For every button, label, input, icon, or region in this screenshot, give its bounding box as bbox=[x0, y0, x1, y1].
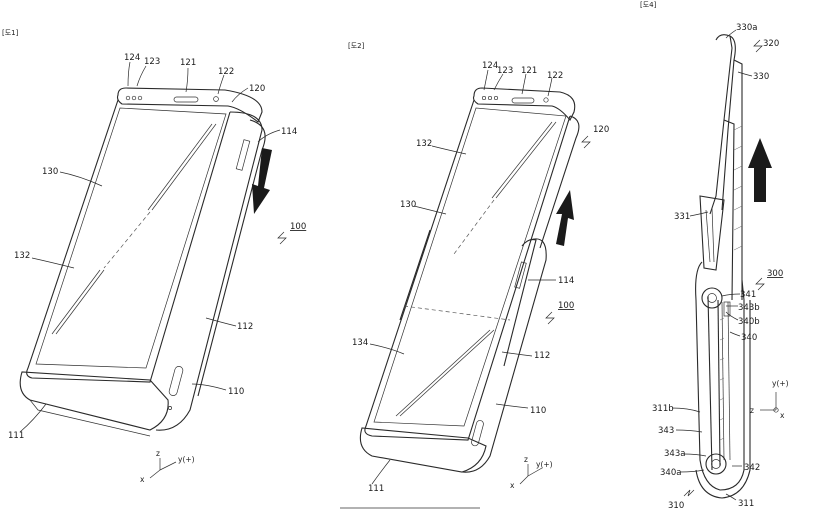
figure-4: [도4] bbox=[640, 1, 789, 511]
label-130: 130 bbox=[400, 200, 416, 210]
label-123: 123 bbox=[144, 57, 160, 67]
label-120: 120 bbox=[593, 125, 609, 135]
label-112: 112 bbox=[237, 322, 253, 332]
label-132: 132 bbox=[416, 139, 432, 149]
label-110: 110 bbox=[530, 406, 546, 416]
label-320: 320 bbox=[763, 39, 779, 49]
figure-2-phone-drawing bbox=[359, 87, 580, 473]
label-112: 112 bbox=[534, 351, 550, 361]
axis-y-label: y(+) bbox=[178, 455, 195, 464]
axis-y-label: y(+) bbox=[772, 379, 789, 388]
label-121: 121 bbox=[521, 66, 537, 76]
figure-1-caption: [도1] bbox=[2, 29, 19, 37]
label-110: 110 bbox=[228, 387, 244, 397]
label-114: 114 bbox=[281, 127, 297, 137]
label-111: 111 bbox=[368, 484, 384, 494]
figure-4-cross-section bbox=[695, 34, 751, 499]
label-111: 111 bbox=[8, 431, 24, 441]
label-330: 330 bbox=[753, 72, 769, 82]
figure-1: [도1] bbox=[2, 29, 306, 484]
axis-x-label: x bbox=[510, 481, 515, 490]
label-330a: 330a bbox=[736, 23, 757, 33]
label-311b: 311b bbox=[652, 404, 674, 414]
label-132: 132 bbox=[14, 251, 30, 261]
label-130: 130 bbox=[42, 167, 58, 177]
label-120: 120 bbox=[249, 84, 265, 94]
axis-y-label: y(+) bbox=[536, 460, 553, 469]
label-343a: 343a bbox=[664, 449, 685, 459]
figure-2-axis-triad: z y(+) x bbox=[510, 455, 553, 490]
label-340: 340 bbox=[741, 333, 757, 343]
label-124: 124 bbox=[482, 61, 498, 71]
label-310: 310 bbox=[668, 501, 684, 510]
figure-4-caption: [도4] bbox=[640, 1, 657, 9]
upward-arrow-icon bbox=[556, 190, 574, 246]
label-134: 134 bbox=[352, 338, 368, 348]
label-341: 341 bbox=[740, 290, 756, 300]
label-100: 100 bbox=[290, 222, 306, 232]
figure-2-caption: [도2] bbox=[348, 42, 365, 50]
figure-1-phone-drawing bbox=[19, 87, 266, 437]
downward-arrow-icon bbox=[252, 148, 272, 214]
axis-z-label: z bbox=[750, 406, 754, 415]
figure-4-axis-triad: y(+) z x bbox=[750, 379, 789, 420]
axis-x-label: x bbox=[140, 475, 145, 484]
axis-x-label: x bbox=[780, 411, 785, 420]
label-331: 331 bbox=[674, 212, 690, 222]
upward-arrow-icon bbox=[748, 138, 772, 202]
label-121: 121 bbox=[180, 58, 196, 68]
label-340b: 340b bbox=[738, 317, 760, 327]
label-100: 100 bbox=[558, 301, 574, 311]
label-123: 123 bbox=[497, 66, 513, 76]
figure-1-axis-triad: z y(+) x bbox=[140, 449, 195, 484]
label-124: 124 bbox=[124, 53, 140, 63]
label-122: 122 bbox=[218, 67, 234, 77]
label-343: 343 bbox=[658, 426, 674, 436]
axis-z-label: z bbox=[524, 455, 528, 464]
label-311: 311 bbox=[738, 499, 754, 509]
label-342: 342 bbox=[744, 463, 760, 473]
label-340a: 340a bbox=[660, 468, 681, 478]
label-114: 114 bbox=[558, 276, 574, 286]
axis-z-label: z bbox=[156, 449, 160, 458]
figure-2: [도2] bbox=[348, 42, 609, 494]
label-300: 300 bbox=[767, 269, 783, 279]
label-122: 122 bbox=[547, 71, 563, 81]
label-343b: 343b bbox=[738, 303, 760, 313]
